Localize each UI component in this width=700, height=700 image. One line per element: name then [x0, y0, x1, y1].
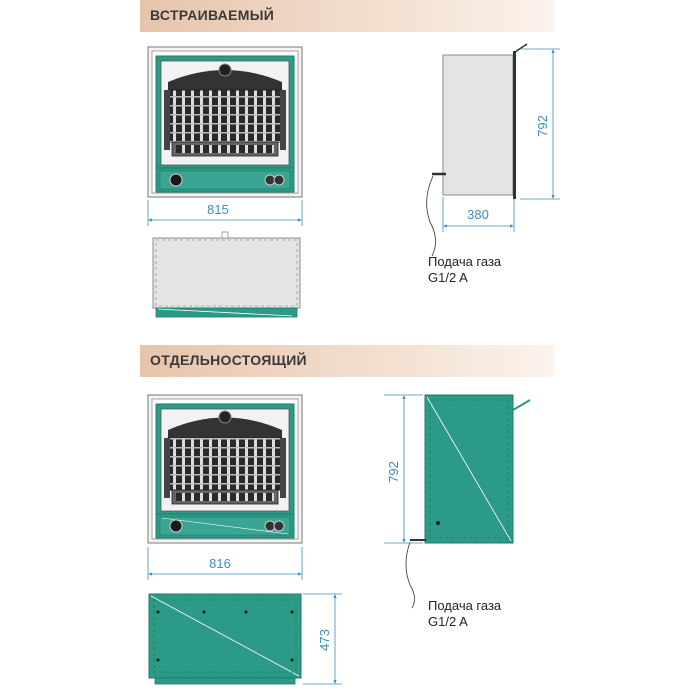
- dimension-label: 816: [209, 556, 231, 571]
- control-knob-icon: [169, 519, 183, 533]
- dimension-top-depth-freestanding: 473: [303, 593, 342, 685]
- dimension-label: 380: [467, 207, 489, 222]
- top-view-built-in: [152, 231, 301, 318]
- section-header-freestanding: ОТДЕЛЬНОСТОЯЩИЙ: [140, 345, 554, 377]
- gas-supply-thread: G1/2 A: [428, 614, 468, 629]
- dimension-side-depth-built-in: 380: [442, 197, 515, 232]
- dimension-label: 473: [317, 629, 332, 651]
- dimension-front-width-built-in: 815: [147, 200, 303, 226]
- section-header-built-in: ВСТРАИВАЕМЫЙ: [140, 0, 554, 32]
- dimension-front-width-freestanding: 816: [147, 547, 303, 580]
- control-knob-icon: [169, 173, 183, 187]
- section-title: ОТДЕЛЬНОСТОЯЩИЙ: [150, 352, 307, 368]
- control-button-icon: [273, 174, 285, 186]
- front-view-freestanding: [147, 394, 303, 544]
- side-view-built-in: [426, 43, 528, 257]
- gas-supply-label: Подача газа: [428, 254, 502, 269]
- front-view-built-in: [147, 46, 303, 198]
- dimension-label: 792: [386, 461, 401, 483]
- section-title: ВСТРАИВАЕМЫЙ: [150, 7, 275, 23]
- gas-supply-thread: G1/2 A: [428, 270, 468, 285]
- dimension-label: 815: [207, 202, 229, 217]
- control-button-icon: [273, 520, 285, 532]
- dimension-side-height-freestanding: 792: [384, 394, 423, 544]
- gas-supply-label: Подача газа: [428, 598, 502, 613]
- top-view-freestanding: [148, 593, 302, 685]
- dimension-side-height-built-in: 792: [520, 48, 560, 200]
- side-view-freestanding: [405, 394, 531, 609]
- dimension-label: 792: [535, 115, 550, 137]
